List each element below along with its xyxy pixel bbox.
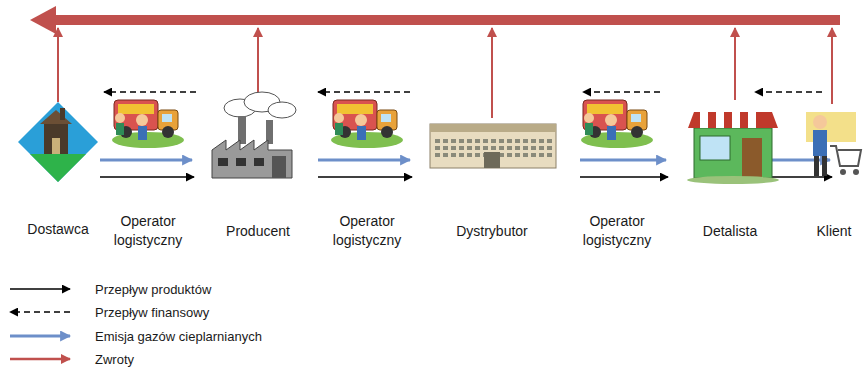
- factory-icon: [212, 92, 296, 178]
- logistics-operator-icon: [581, 100, 653, 148]
- legend-entry: Zwroty: [95, 351, 134, 368]
- caption-slot: Dostawca: [27, 220, 88, 239]
- caption-slot: Dystrybutor: [456, 222, 528, 241]
- warehouse-icon: [430, 124, 556, 168]
- legend-label: Przepływ finansowy: [95, 304, 209, 321]
- legend-entry: Przepływ finansowy: [95, 304, 209, 321]
- return-arrows: [58, 28, 832, 118]
- caption-label: Klient: [816, 222, 851, 241]
- caption-slot: Operator logistyczny: [569, 212, 665, 250]
- caption-label: Detalista: [703, 222, 757, 241]
- caption-label: Producent: [226, 222, 290, 241]
- caption-slot: Klient: [816, 222, 851, 241]
- caption-label: Dostawca: [27, 220, 88, 239]
- logistics-operator-icon: [331, 100, 403, 148]
- caption-label: Operator logistyczny: [100, 212, 196, 250]
- caption-label: Operator logistyczny: [319, 212, 415, 250]
- caption-slot: Detalista: [703, 222, 757, 241]
- client-icon: [806, 112, 861, 176]
- caption-slot: Operator logistyczny: [319, 212, 415, 250]
- logistics-operator-icon: [112, 100, 184, 148]
- legend-entry: Przepływ produktów: [95, 281, 211, 298]
- legend-entry: Emisja gazów cieplarnianych: [95, 328, 262, 345]
- caption-slot: Producent: [226, 222, 290, 241]
- supplier-icon: [18, 102, 98, 182]
- legend-label: Przepływ produktów: [95, 281, 211, 298]
- legend-label: Emisja gazów cieplarnianych: [95, 328, 262, 345]
- legend-label: Zwroty: [95, 351, 134, 368]
- caption-label: Dystrybutor: [456, 222, 528, 241]
- caption-label: Operator logistyczny: [569, 212, 665, 250]
- legend-samples: [10, 289, 70, 359]
- financial-flow-arrows: [104, 91, 822, 93]
- caption-slot: Operator logistyczny: [100, 212, 196, 250]
- returns-main-arrow: [30, 6, 840, 34]
- shop-icon: [687, 112, 779, 184]
